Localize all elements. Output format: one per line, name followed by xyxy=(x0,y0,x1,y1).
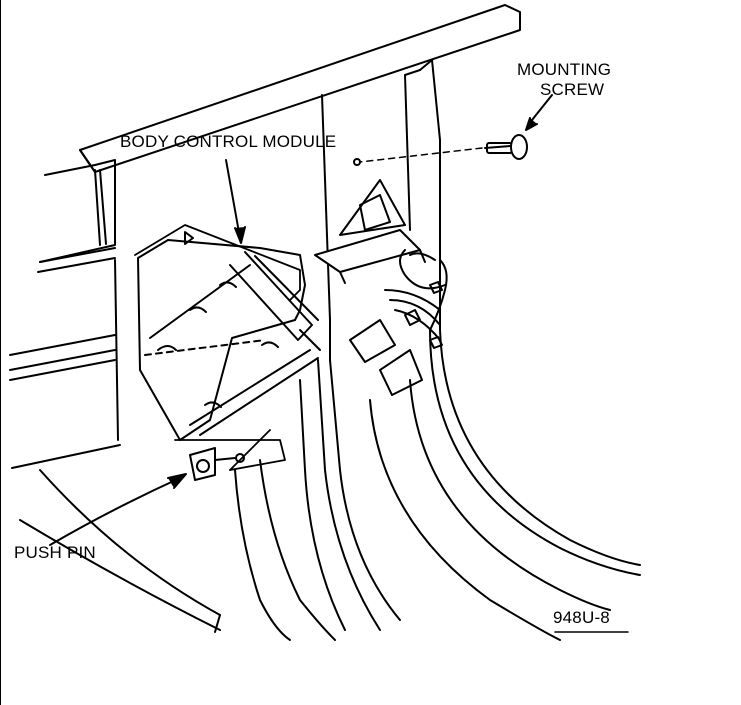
roof-rail xyxy=(79,4,521,173)
mounting-plate xyxy=(134,224,301,471)
figure-code-label: 948U-8 xyxy=(553,608,610,627)
pillar-edges xyxy=(321,59,441,361)
mount-bracket xyxy=(314,158,426,284)
screw-dashed-line xyxy=(359,147,483,163)
lower-trim-panel xyxy=(9,259,121,469)
mounting-screw xyxy=(484,134,528,160)
floor-lines xyxy=(19,469,221,633)
body-control-module-label: BODY CONTROL MODULE xyxy=(120,132,337,151)
mounting-screw-label-line1: MOUNTING xyxy=(517,60,612,79)
push-pin-label: PUSH PIN xyxy=(14,543,96,562)
upper-trim-panel xyxy=(37,159,116,273)
body-control-module xyxy=(137,231,321,441)
leader-arrows xyxy=(49,94,553,546)
push-pin xyxy=(189,447,245,481)
door-opening-curves xyxy=(234,249,641,641)
mounting-screw-label-line2: SCREW xyxy=(540,80,605,99)
wiring-harness xyxy=(349,249,448,396)
left-border xyxy=(0,0,1,705)
